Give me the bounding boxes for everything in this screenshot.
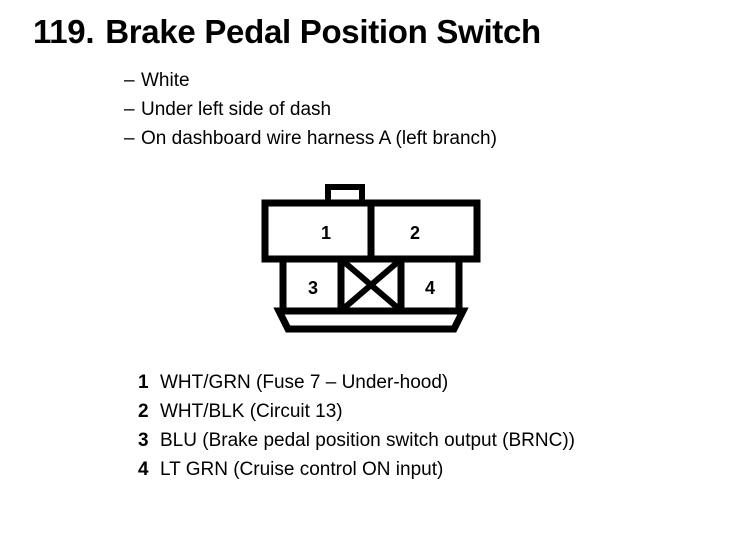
connector-upper-row-shell [261, 199, 481, 263]
bullet-dash-icon: – [124, 70, 135, 91]
bullet-item-label: Under left side of dash [141, 99, 332, 120]
pin-row: 3 BLU (Brake pedal position switch output… [138, 426, 575, 455]
cavity-label-4: 4 [425, 278, 435, 298]
page-title-text: Brake Pedal Position Switch [105, 13, 541, 50]
connector-base-skirt [273, 307, 469, 333]
description-bullet-list: –White –Under left side of dash –On dash… [124, 66, 497, 153]
connector-face-diagram: 1 2 3 4 [260, 184, 490, 334]
cavity-label-2: 2 [410, 223, 420, 243]
bullet-item-label: White [141, 70, 190, 91]
pin-row: 1 WHT/GRN (Fuse 7 – Under-hood) [138, 368, 575, 397]
cavity-label-1: 1 [321, 223, 331, 243]
pin-assignment-list: 1 WHT/GRN (Fuse 7 – Under-hood) 2 WHT/BLK … [138, 368, 575, 484]
pin-row-number: 1 [138, 372, 149, 393]
bullet-item-label: On dashboard wire harness A (left branch… [141, 128, 497, 149]
bullet-item: –White [124, 66, 497, 95]
pin-row-description: WHT/BLK (Circuit 13) [160, 401, 343, 422]
bullet-dash-icon: – [124, 128, 135, 149]
pin-row-number: 4 [138, 459, 149, 480]
blocked-cavity-x-icon [341, 258, 401, 312]
cavity-label-3: 3 [308, 278, 318, 298]
pin-row-description: LT GRN (Cruise control ON input) [160, 459, 444, 480]
pin-row-description: WHT/GRN (Fuse 7 – Under-hood) [160, 372, 449, 393]
pin-row-number: 2 [138, 401, 149, 422]
bullet-item: –On dashboard wire harness A (left branc… [124, 124, 497, 153]
pin-row: 4 LT GRN (Cruise control ON input) [138, 455, 575, 484]
page-title: 119. Brake Pedal Position Switch [33, 12, 541, 52]
bullet-dash-icon: – [124, 99, 135, 120]
bullet-item: –Under left side of dash [124, 95, 497, 124]
pin-row: 2 WHT/BLK (Circuit 13) [138, 397, 575, 426]
pin-row-description: BLU (Brake pedal position switch output … [160, 430, 576, 451]
pin-row-number: 3 [138, 430, 149, 451]
page-title-number: 119. [33, 13, 95, 50]
